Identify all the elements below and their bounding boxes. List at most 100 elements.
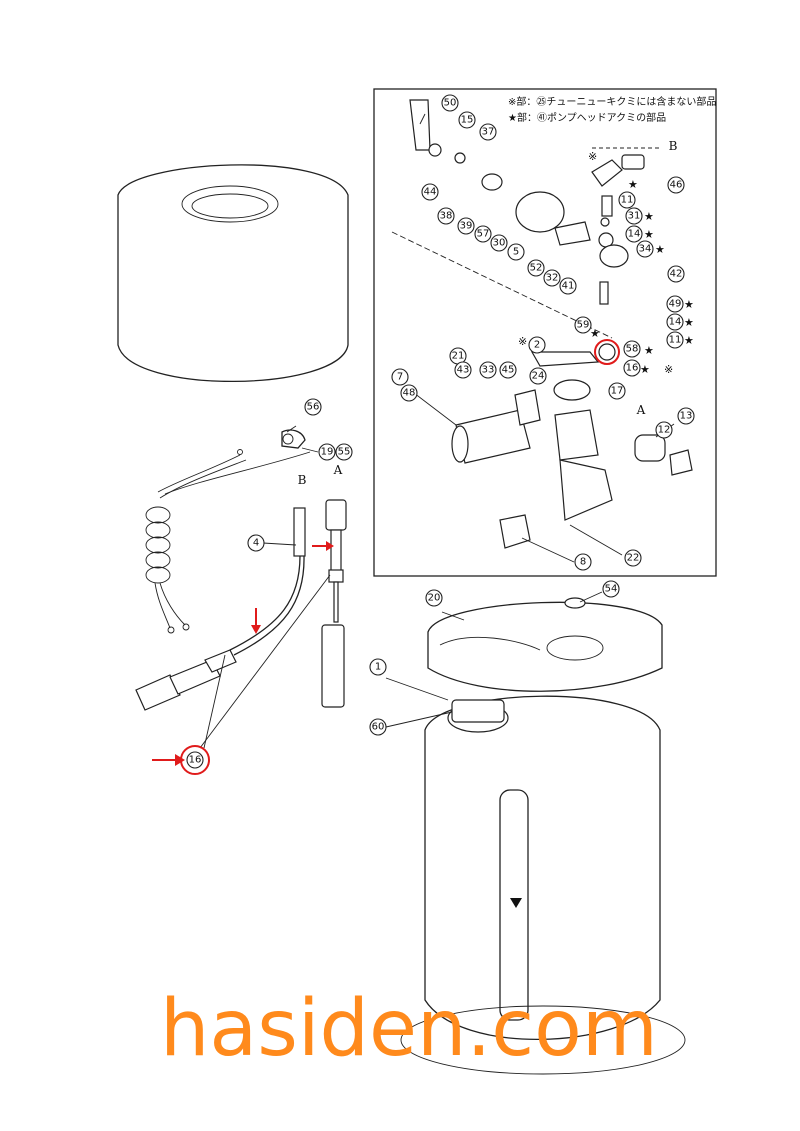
label-b-pump: B <box>669 139 678 153</box>
watermark-text: hasiden.com <box>160 984 658 1074</box>
svg-text:22: 22 <box>627 553 640 564</box>
svg-text:7: 7 <box>397 372 403 383</box>
callout-48: 48 <box>400 384 418 402</box>
svg-text:32: 32 <box>546 273 559 284</box>
svg-text:8: 8 <box>580 557 586 568</box>
tank-lid-drawing <box>117 164 349 383</box>
callout-49: 49 <box>666 295 684 313</box>
svg-text:11: 11 <box>621 195 634 206</box>
callout-8: 8 <box>574 553 592 571</box>
svg-text:24: 24 <box>532 371 545 382</box>
svg-text:38: 38 <box>440 211 453 222</box>
callout-31: 31 <box>625 207 643 225</box>
svg-text:30: 30 <box>493 238 506 249</box>
wire-harness-drawing <box>145 449 311 634</box>
svg-text:14: 14 <box>628 229 641 240</box>
motor-and-bracket-parts <box>451 351 693 549</box>
callout-20: 20 <box>425 589 443 607</box>
callout-59: 59 <box>574 316 592 334</box>
kome-16: ※ <box>664 363 673 376</box>
svg-text:41: 41 <box>562 281 575 292</box>
svg-text:57: 57 <box>477 229 490 240</box>
svg-text:12: 12 <box>658 425 671 436</box>
star-59: ★ <box>590 327 600 340</box>
callout-7: 7 <box>391 368 409 386</box>
callout-15: 15 <box>458 111 476 129</box>
callout-24: 24 <box>529 367 547 385</box>
svg-text:60: 60 <box>372 722 385 733</box>
svg-text:59: 59 <box>577 320 590 331</box>
callout-17: 17 <box>608 382 626 400</box>
clip-part-drawing <box>281 429 306 449</box>
kome-46: ※ <box>588 150 597 163</box>
svg-text:45: 45 <box>502 365 515 376</box>
legend-line-1: ※部：㉕チューニューキクミには含まない部品 <box>508 95 716 108</box>
svg-text:56: 56 <box>307 402 320 413</box>
svg-text:21: 21 <box>452 351 465 362</box>
star-31: ★ <box>644 210 654 223</box>
red-highlight-marks <box>152 339 620 775</box>
svg-text:15: 15 <box>461 115 474 126</box>
callout-44: 44 <box>421 183 439 201</box>
svg-text:33: 33 <box>482 365 495 376</box>
callout-32: 32 <box>543 269 561 287</box>
callout-14b: 14 <box>666 313 684 331</box>
callout-14a: 14 <box>625 225 643 243</box>
callout-58: 58 <box>623 340 641 358</box>
callout-55: 55 <box>335 443 353 461</box>
marker-symbols: ※ ★ ★ ★ ★ ★ ★ ★ ★ ★ ★ ※ ※ <box>518 150 694 376</box>
callout-50: 50 <box>441 94 459 112</box>
callout-13: 13 <box>677 407 695 425</box>
callout-57: 57 <box>474 225 492 243</box>
pump-head-parts <box>409 99 645 361</box>
callout-52: 52 <box>527 259 545 277</box>
callout-42: 42 <box>667 265 685 283</box>
hose-b-drawing <box>229 507 306 656</box>
svg-text:34: 34 <box>639 244 652 255</box>
callout-11b: 11 <box>666 331 684 349</box>
tank-body-drawing <box>400 695 686 1075</box>
pump-assembly-frame <box>373 88 717 577</box>
svg-text:37: 37 <box>482 127 495 138</box>
callout-2: 2 <box>528 336 546 354</box>
callout-56: 56 <box>304 398 322 416</box>
svg-text:20: 20 <box>428 593 441 604</box>
star-49: ★ <box>684 298 694 311</box>
star-58: ★ <box>644 344 654 357</box>
callout-21: 21 <box>449 347 467 365</box>
kome-2: ※ <box>518 335 527 348</box>
callout-12: 12 <box>655 421 673 439</box>
svg-text:50: 50 <box>444 98 457 109</box>
star-14a: ★ <box>644 228 654 241</box>
callout-33: 33 <box>479 361 497 379</box>
star-34: ★ <box>655 243 665 256</box>
callout-46: 46 <box>667 176 685 194</box>
label-a-hose: A <box>333 463 343 477</box>
callout-54: 54 <box>602 580 620 598</box>
svg-text:44: 44 <box>424 187 437 198</box>
callout-41: 41 <box>559 277 577 295</box>
svg-text:2: 2 <box>534 340 540 351</box>
callout-11a: 11 <box>618 191 636 209</box>
svg-text:1: 1 <box>375 662 381 673</box>
callout-45: 45 <box>499 361 517 379</box>
hose-a-drawing <box>321 499 347 708</box>
star-14b: ★ <box>684 316 694 329</box>
svg-text:5: 5 <box>513 247 519 258</box>
svg-text:55: 55 <box>338 447 351 458</box>
svg-text:39: 39 <box>460 221 473 232</box>
callout-60: 60 <box>369 718 387 736</box>
callout-38: 38 <box>437 207 455 225</box>
callout-30: 30 <box>490 234 508 252</box>
label-a-pump: A <box>636 403 646 417</box>
callout-5: 5 <box>507 243 525 261</box>
svg-text:16: 16 <box>189 755 202 766</box>
svg-text:4: 4 <box>253 538 259 549</box>
callout-34: 34 <box>636 240 654 258</box>
svg-text:19: 19 <box>321 447 334 458</box>
legend-line-2: ★部：㊶ポンプヘッドアクミの部品 <box>508 111 666 124</box>
svg-text:17: 17 <box>611 386 624 397</box>
svg-text:13: 13 <box>680 411 693 422</box>
callout-37: 37 <box>479 123 497 141</box>
